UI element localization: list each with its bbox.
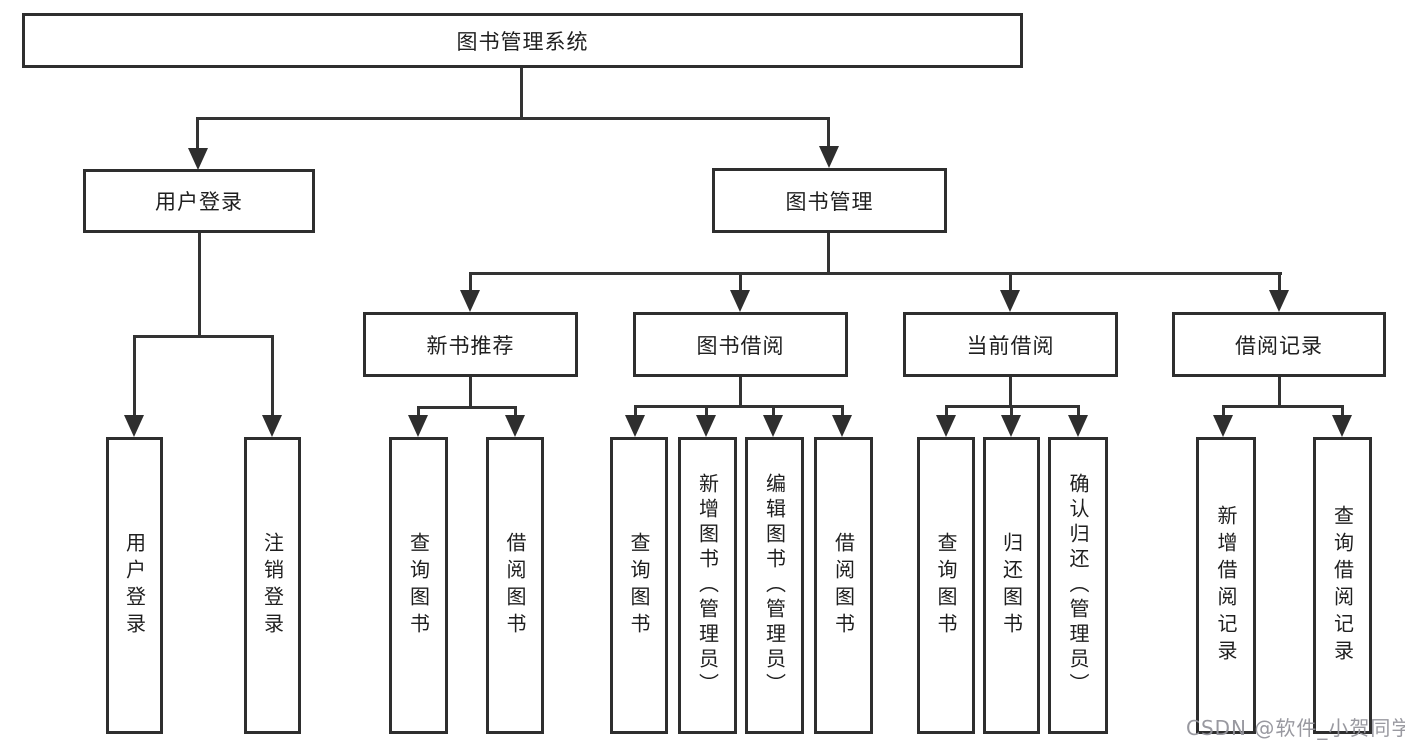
arrow-down-icon: [625, 415, 645, 437]
node-new-book-recommend: 新书推荐: [363, 312, 578, 377]
leaf-label: 注销登录: [260, 531, 285, 640]
leaf-query-borrow-record: 查询借阅记录: [1313, 437, 1372, 734]
arrow-down-icon: [819, 146, 839, 168]
connector-line: [739, 272, 742, 292]
connector-line: [841, 405, 844, 417]
connector-line: [1341, 405, 1344, 417]
node-label: 借阅记录: [1235, 333, 1323, 358]
leaf-label: 用户登录: [122, 531, 147, 640]
connector-line: [739, 377, 742, 408]
arrow-down-icon: [408, 415, 428, 437]
arrow-down-icon: [763, 415, 783, 437]
node-label: 当前借阅: [966, 333, 1055, 358]
leaf-label: 归还图书: [999, 531, 1024, 640]
node-library-management-system: 图书管理系统: [22, 13, 1023, 68]
leaf-user-login: 用户登录: [106, 437, 163, 734]
connector-line: [417, 406, 420, 417]
leaf-confirm-return-admin: 确认归还（管理员）: [1048, 437, 1108, 734]
node-label: 新书推荐: [426, 333, 515, 358]
node-current-borrow: 当前借阅: [903, 312, 1118, 377]
connector-line: [469, 377, 472, 409]
node-book-borrow: 图书借阅: [633, 312, 848, 377]
connector-line: [469, 272, 472, 292]
arrow-down-icon: [1213, 415, 1233, 437]
connector-line: [772, 405, 775, 417]
leaf-borrow-books: 借阅图书: [814, 437, 873, 734]
connector-line: [1278, 377, 1281, 408]
connector-line: [827, 233, 830, 275]
connector-line: [469, 272, 1282, 275]
leaf-edit-books-admin: 编辑图书（管理员）: [745, 437, 804, 734]
arrow-down-icon: [460, 290, 480, 312]
leaf-return-books: 归还图书: [983, 437, 1040, 734]
arrow-down-icon: [1001, 415, 1021, 437]
node-user-login: 用户登录: [83, 169, 315, 233]
connector-line: [198, 233, 201, 338]
leaf-add-borrow-record: 新增借阅记录: [1196, 437, 1256, 734]
leaf-query-books: 查询图书: [389, 437, 448, 734]
arrow-down-icon: [1269, 290, 1289, 312]
connector-line: [514, 406, 517, 417]
leaf-label: 借阅图书: [831, 531, 856, 640]
node-borrow-records: 借阅记录: [1172, 312, 1386, 377]
connector-line: [1222, 405, 1225, 417]
arrow-down-icon: [188, 148, 208, 170]
connector-line: [634, 405, 637, 417]
arrow-down-icon: [730, 290, 750, 312]
connector-line: [196, 117, 199, 150]
arrow-down-icon: [936, 415, 956, 437]
node-label: 图书管理: [785, 189, 874, 214]
connector-line: [1010, 405, 1013, 417]
leaf-logout: 注销登录: [244, 437, 301, 734]
arrow-down-icon: [262, 415, 282, 437]
leaf-label: 新增图书（管理员）: [695, 473, 720, 698]
connector-line: [417, 406, 517, 409]
node-label: 图书管理系统: [456, 29, 589, 54]
arrow-down-icon: [696, 415, 716, 437]
arrow-down-icon: [1068, 415, 1088, 437]
node-label: 用户登录: [155, 190, 243, 214]
leaf-label: 新增借阅记录: [1214, 504, 1238, 667]
watermark-text: CSDN @软件_小贺同学: [1186, 716, 1405, 740]
leaf-label: 借阅图书: [503, 531, 527, 640]
connector-line: [1077, 405, 1080, 417]
connector-line: [1278, 272, 1281, 292]
arrow-down-icon: [124, 415, 144, 437]
connector-line: [133, 335, 274, 338]
leaf-query-books: 查询图书: [610, 437, 668, 734]
leaf-borrow-books: 借阅图书: [486, 437, 544, 734]
leaf-label: 编辑图书（管理员）: [762, 473, 787, 698]
leaf-label: 查询图书: [406, 531, 431, 640]
connector-line: [1009, 377, 1012, 408]
leaf-label: 确认归还（管理员）: [1066, 473, 1090, 698]
connector-line: [945, 405, 948, 417]
leaf-label: 查询图书: [934, 531, 958, 640]
arrow-down-icon: [1000, 290, 1020, 312]
arrow-down-icon: [1332, 415, 1352, 437]
connector-line: [705, 405, 708, 417]
arrow-down-icon: [505, 415, 525, 437]
connector-line: [827, 117, 830, 148]
node-label: 图书借阅: [696, 333, 785, 358]
connector-line: [196, 117, 830, 120]
connector-line: [133, 335, 136, 417]
connector-line: [520, 68, 523, 119]
connector-line: [1009, 272, 1012, 292]
connector-line: [634, 405, 844, 408]
node-book-management: 图书管理: [712, 168, 947, 233]
connector-line: [1222, 405, 1344, 408]
leaf-label: 查询借阅记录: [1330, 504, 1355, 667]
leaf-label: 查询图书: [627, 531, 651, 640]
arrow-down-icon: [832, 415, 852, 437]
connector-line: [271, 335, 274, 417]
leaf-query-books: 查询图书: [917, 437, 975, 734]
leaf-add-books-admin: 新增图书（管理员）: [678, 437, 737, 734]
